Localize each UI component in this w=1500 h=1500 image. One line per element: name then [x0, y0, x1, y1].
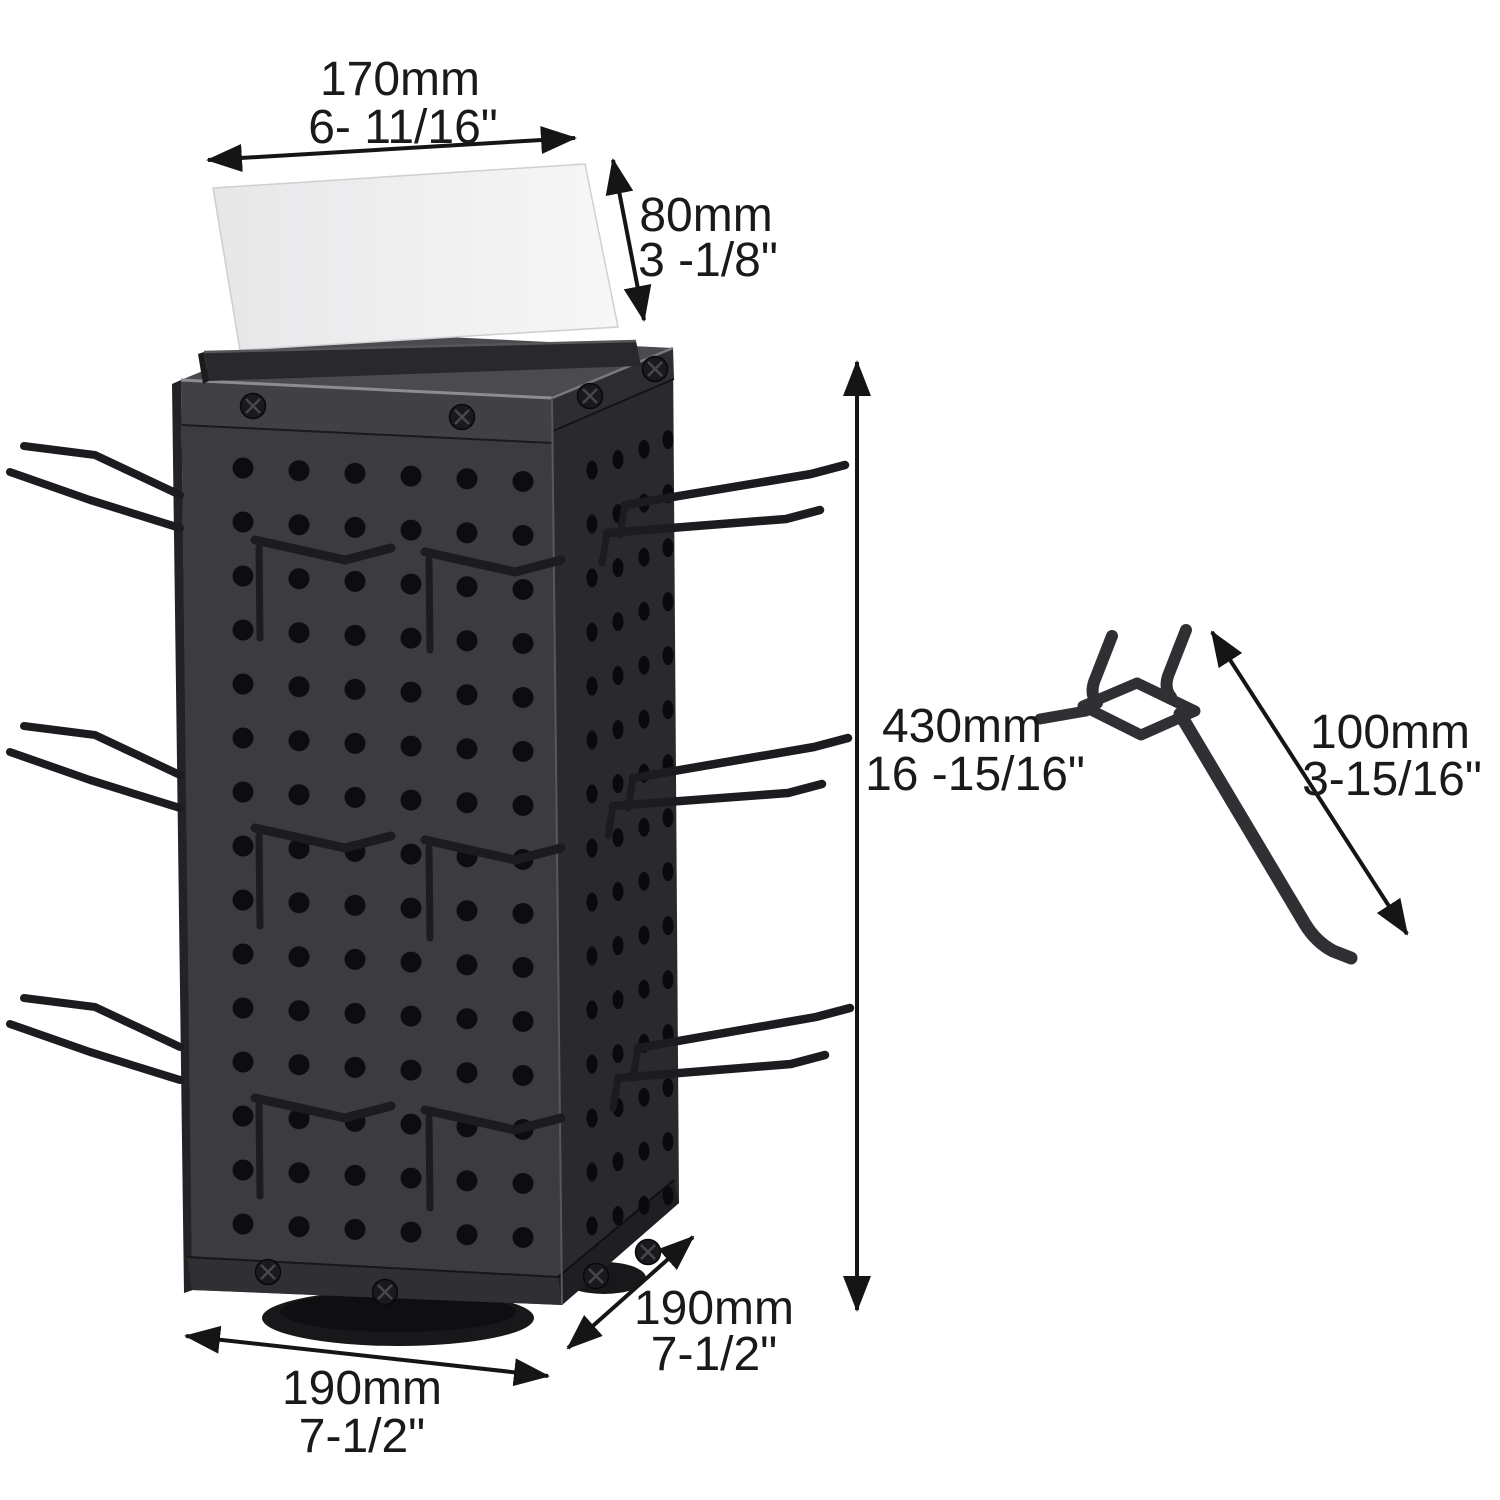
- front-strip-seam: [186, 1256, 559, 1278]
- hook-pin: [1034, 705, 1092, 725]
- front-hooks: [250, 535, 566, 1212]
- right-rail-seam: [552, 378, 675, 432]
- base-depth-label-inch: 7-1/2": [651, 1328, 777, 1381]
- left-edge-sliver: [172, 380, 193, 1293]
- sign-holder-endcap: [198, 352, 209, 384]
- sign-width-label-mm: 170mm: [320, 53, 480, 106]
- sign-width-label-inch: 6- 11/16": [308, 101, 498, 154]
- base-depth-label-mm: 190mm: [634, 1282, 794, 1335]
- top-front-edge: [180, 378, 553, 400]
- base-depth-arrow: [566, 1235, 695, 1350]
- dimension-arrows: [184, 126, 1409, 1387]
- sign-height-arrow: [605, 158, 652, 322]
- sign-card: [212, 163, 619, 351]
- sign-holder-bar: [204, 341, 641, 381]
- sign-holder-lip: [203, 339, 637, 354]
- base-width-label-mm: 190mm: [282, 1362, 442, 1415]
- base-width-label-inch: 7-1/2": [299, 1410, 425, 1463]
- pegboard-tower: [6, 330, 855, 1306]
- sign-assembly: [198, 163, 641, 384]
- sign-width-arrow: [206, 126, 577, 172]
- front-rail-seam: [181, 424, 554, 444]
- hook-prong-right: [1160, 624, 1192, 703]
- base-disk-inner: [280, 1292, 516, 1332]
- body-height-label-inch: 16 -15/16": [865, 748, 1085, 801]
- hook-length-label-inch: 3-15/16": [1302, 753, 1482, 806]
- body-height-label-mm: 430mm: [882, 700, 1042, 753]
- base-width-arrow: [184, 1325, 550, 1387]
- hook-loop: [1077, 677, 1201, 741]
- hook-length-label-mm: 100mm: [1310, 706, 1470, 759]
- left-hooks: [6, 442, 184, 1084]
- hook-length-arrow: [1210, 630, 1409, 936]
- dimension-labels: 170mm 6- 11/16" 80mm 3 -1/8" 430mm 16 -1…: [282, 53, 1482, 1463]
- right-hooks: [598, 460, 855, 1112]
- right-face: [552, 348, 679, 1305]
- front-pegboard-holes: [232, 457, 534, 1248]
- sign-height-label-mm: 80mm: [639, 189, 772, 242]
- sign-height-label-inch: 3 -1/8": [638, 234, 778, 287]
